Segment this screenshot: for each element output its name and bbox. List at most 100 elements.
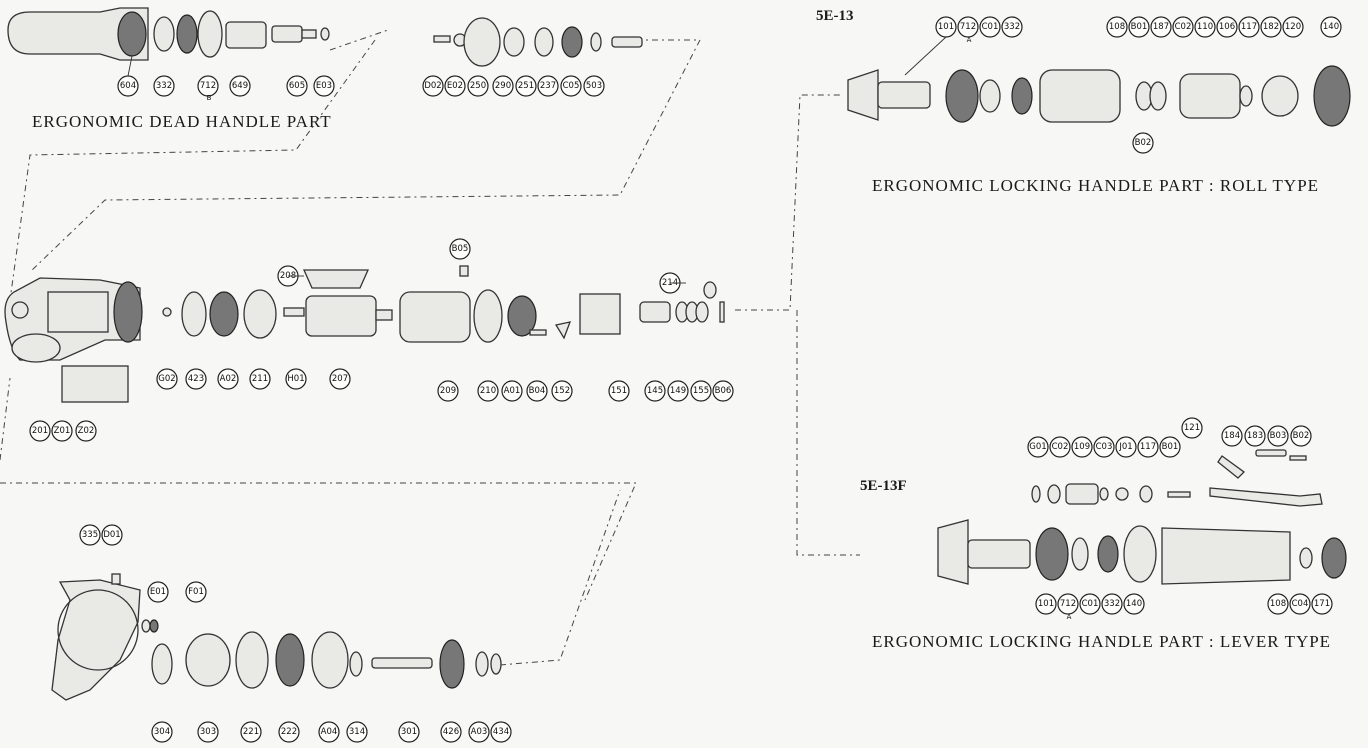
callout-motor-209: 209 bbox=[437, 380, 459, 402]
callout-number: 332 bbox=[156, 81, 172, 91]
callout-bubble bbox=[1128, 16, 1150, 38]
callout-number: 152 bbox=[554, 386, 570, 396]
callout-bubble bbox=[437, 380, 459, 402]
callout-bubble bbox=[477, 380, 499, 402]
callout-bubble bbox=[1216, 16, 1238, 38]
callout-bubble bbox=[449, 238, 471, 260]
callout-roll-type-c01: C01 bbox=[979, 16, 1001, 38]
callout-bubble bbox=[1150, 16, 1172, 38]
callout-number: B06 bbox=[715, 386, 732, 396]
callout-bubble bbox=[185, 581, 207, 603]
callout-roll-type-117: 117 bbox=[1238, 16, 1260, 38]
roll-type-parts bbox=[847, 65, 1351, 127]
gear-head-parts bbox=[51, 573, 502, 701]
callout-number: A03 bbox=[471, 727, 488, 737]
callout-bubble bbox=[537, 75, 559, 97]
callout-bubble bbox=[1132, 132, 1154, 154]
callout-number: A bbox=[967, 36, 972, 44]
callout-number: C01 bbox=[982, 22, 999, 32]
throttle-parts bbox=[433, 17, 643, 67]
callout-gear-head-301: 301 bbox=[398, 721, 420, 743]
callout-motor-145: 145 bbox=[644, 380, 666, 402]
callout-motor-149: 149 bbox=[667, 380, 689, 402]
callout-number: 222 bbox=[281, 727, 297, 737]
callout-number: 604 bbox=[120, 81, 136, 91]
callout-gear-head-d01: D01 bbox=[101, 524, 123, 546]
callout-number: 106 bbox=[1219, 22, 1235, 32]
callout-motor-a01: A01 bbox=[501, 380, 523, 402]
callout-number: Z02 bbox=[78, 426, 95, 436]
callout-number: 108 bbox=[1270, 599, 1286, 609]
callout-roll-type-712: 712 bbox=[957, 16, 979, 38]
main-housing bbox=[4, 277, 143, 403]
callout-number: G02 bbox=[158, 374, 175, 384]
callout-number: J01 bbox=[1118, 442, 1132, 452]
callout-number: G01 bbox=[1029, 442, 1046, 452]
callout-number: 434 bbox=[493, 727, 509, 737]
callout-number: B04 bbox=[529, 386, 546, 396]
callout-bubble bbox=[1267, 425, 1289, 447]
callout-number: 237 bbox=[540, 81, 556, 91]
callout-bubble bbox=[957, 16, 979, 38]
callout-bubble bbox=[185, 368, 207, 390]
callout-bubble bbox=[398, 721, 420, 743]
callout-number: 423 bbox=[188, 374, 204, 384]
callout-gear-head-303: 303 bbox=[197, 721, 219, 743]
callout-roll-type-sub-a: A bbox=[967, 36, 972, 44]
callout-number: C04 bbox=[1292, 599, 1309, 609]
callout-throttle-250: 250 bbox=[467, 75, 489, 97]
callout-bubble bbox=[1057, 593, 1079, 615]
callout-lever-type-top-j01: J01 bbox=[1115, 436, 1137, 458]
callout-bubble bbox=[1260, 16, 1282, 38]
callout-number: 335 bbox=[82, 530, 98, 540]
callout-number: B02 bbox=[1135, 138, 1152, 148]
callout-throttle-237: 237 bbox=[537, 75, 559, 97]
callout-bubble bbox=[667, 380, 689, 402]
callout-bubble bbox=[1194, 16, 1216, 38]
callout-bubble bbox=[644, 380, 666, 402]
callout-bubble bbox=[1311, 593, 1333, 615]
callout-bubble bbox=[240, 721, 262, 743]
assembly-guide-lines bbox=[0, 29, 860, 666]
callout-gear-head-335: 335 bbox=[79, 524, 101, 546]
lever-type-model-label: 5E-13F bbox=[860, 478, 907, 494]
callout-lever-type-top-c03: C03 bbox=[1093, 436, 1115, 458]
callout-bubble bbox=[422, 75, 444, 97]
callout-lever-type-top-109: 109 bbox=[1071, 436, 1093, 458]
callout-number: 712 bbox=[1060, 599, 1076, 609]
callout-dead-handle-649: 649 bbox=[229, 75, 251, 97]
callout-bubble bbox=[1267, 593, 1289, 615]
callout-number: 303 bbox=[200, 727, 216, 737]
callout-dead-handle-605: 605 bbox=[286, 75, 308, 97]
callout-bubble bbox=[468, 721, 490, 743]
callout-number: 210 bbox=[480, 386, 496, 396]
callout-gear-head-a04: A04 bbox=[318, 721, 340, 743]
callout-number: H01 bbox=[287, 374, 304, 384]
callout-roll-type-140: 140 bbox=[1320, 16, 1342, 38]
callout-motor-423: 423 bbox=[185, 368, 207, 390]
callout-bubble bbox=[551, 380, 573, 402]
callout-number: 117 bbox=[1241, 22, 1257, 32]
callout-housing-201: 201 bbox=[29, 420, 51, 442]
callout-number: B01 bbox=[1131, 22, 1148, 32]
leader-line bbox=[904, 36, 947, 76]
callout-bubble bbox=[156, 368, 178, 390]
callout-housing-z01: Z01 bbox=[51, 420, 73, 442]
callout-number: 121 bbox=[1184, 423, 1200, 433]
callout-number: 187 bbox=[1153, 22, 1169, 32]
callout-bubble bbox=[1115, 436, 1137, 458]
callout-number: 149 bbox=[670, 386, 686, 396]
callout-bubble bbox=[1049, 436, 1071, 458]
callout-number: 182 bbox=[1263, 22, 1279, 32]
callout-number: 201 bbox=[32, 426, 48, 436]
callout-bubble bbox=[29, 420, 51, 442]
callout-bubble bbox=[467, 75, 489, 97]
callout-bubble bbox=[151, 721, 173, 743]
callout-bubble bbox=[101, 524, 123, 546]
callout-number: 108 bbox=[1109, 22, 1125, 32]
callout-bubble bbox=[440, 721, 462, 743]
callout-number: 171 bbox=[1314, 599, 1330, 609]
callout-number: C02 bbox=[1175, 22, 1192, 32]
callout-bubble bbox=[583, 75, 605, 97]
